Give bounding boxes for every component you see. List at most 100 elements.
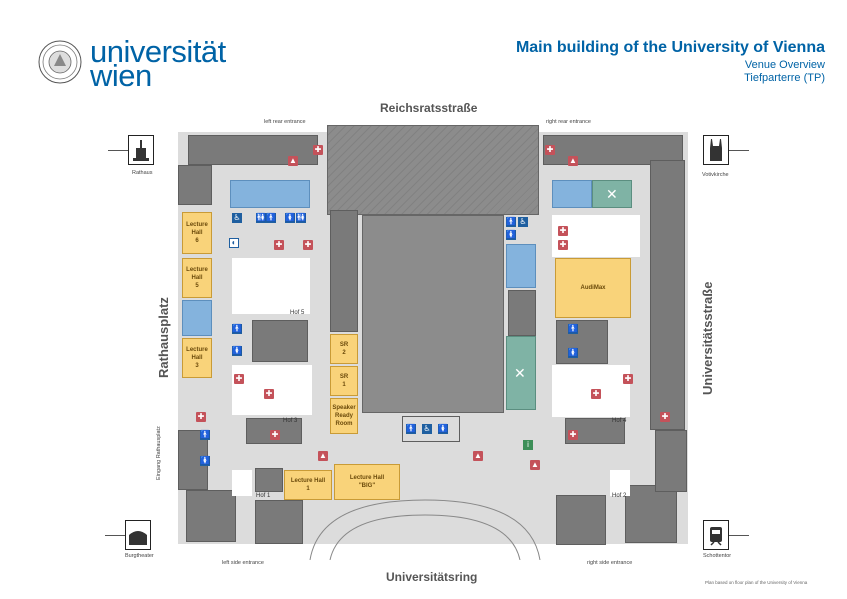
toilet-block-center [402, 416, 460, 442]
toilet-icon: 🚹 [232, 324, 242, 334]
logo-line-2: wien [90, 58, 152, 93]
lh3-line3: 3 [195, 363, 199, 369]
emergency-exit-icon: ✚ [558, 240, 568, 250]
floor-label: Tiefparterre (TP) [744, 72, 825, 84]
lecture-hall-big[interactable]: Lecture Hall "BIG" [334, 464, 400, 500]
page-subtitle: Venue Overview [744, 59, 825, 71]
emergency-exit-icon: ✚ [568, 430, 578, 440]
restaurant-right-center [506, 336, 536, 410]
toilet-icon: 🚹 [200, 430, 210, 440]
wing-right-outer [650, 160, 685, 430]
arrow-rathaus [108, 150, 128, 151]
lh5-line2: Hall [191, 275, 203, 281]
inner-block-left-1 [252, 320, 308, 362]
lh6-line2: Hall [191, 230, 203, 236]
wheelchair-icon: ♿ [518, 217, 528, 227]
label-hof-1: Hof 1 [256, 493, 271, 499]
lecture-hall-1[interactable]: Lecture Hall 1 [284, 470, 332, 500]
toilet-icon: 🚹 [568, 324, 578, 334]
central-hall-top [327, 125, 539, 215]
central-left-column [330, 210, 358, 332]
speaker-line3: Room [335, 421, 353, 427]
wing-bottom-left [186, 490, 236, 542]
catering-left [182, 300, 212, 336]
entrance-right-rear: right rear entrance [546, 119, 591, 125]
votivkirche-icon [703, 135, 729, 165]
sr1-line1: SR [339, 374, 349, 380]
lh3-line2: Hall [191, 355, 203, 361]
inner-block-right-1 [556, 320, 608, 364]
catering-right-center [506, 244, 536, 288]
rathaus-icon [128, 135, 154, 165]
emergency-exit-icon: ✚ [274, 240, 284, 250]
emergency-exit-icon: ✚ [558, 226, 568, 236]
lh6-line3: 6 [195, 238, 199, 244]
lh5-line1: Lecture [186, 267, 208, 273]
toilet-icon: 🚺 [438, 424, 448, 434]
lhbig-line1: Lecture Hall [349, 475, 385, 481]
sr2-line2: 2 [342, 350, 346, 356]
label-hof-5: Hof 5 [290, 310, 305, 316]
entrance-left-rear: left rear entrance [264, 119, 306, 125]
seminar-room-1[interactable]: SR 1 [330, 366, 358, 396]
toilet-icon: 🚹 [266, 213, 276, 223]
landmark-burgtheater: Burgtheater [125, 553, 154, 559]
inner-block-bottom-center [255, 468, 283, 492]
catering-top-right [552, 180, 592, 208]
lh3-line1: Lecture [186, 347, 208, 353]
central-hall [362, 215, 504, 413]
emergency-exit-icon: ✚ [270, 430, 280, 440]
speaker-line1: Speaker [332, 405, 356, 411]
landmark-rathaus: Rathaus [132, 170, 153, 176]
footer-credit: Plan based on floor plan of the Universi… [705, 580, 808, 585]
landmark-votivkirche: Votivkirche [702, 172, 729, 178]
toilet-icon: 🚺 [506, 230, 516, 240]
driveway [300, 490, 550, 561]
info-point-icon: i [523, 440, 533, 450]
audimax[interactable]: AudiMax [555, 258, 631, 318]
courtyard-hof-1 [232, 470, 252, 496]
courtyard-top-right [552, 215, 640, 257]
cutlery-icon-2: ✕ [514, 365, 526, 381]
wing-top-left [188, 135, 318, 165]
courtyard-hof-5 [232, 258, 310, 314]
lh6-line1: Lecture [186, 222, 208, 228]
wing-bottom-right [556, 495, 606, 545]
sr1-line2: 1 [342, 382, 346, 388]
audimax-label: AudiMax [580, 285, 606, 291]
catering-top-left [230, 180, 310, 208]
logo-wordmark: universität wien [90, 34, 226, 93]
emergency-exit-icon: ✚ [545, 145, 555, 155]
arrow-burgtheater [105, 535, 125, 536]
lhbig-line2: "BIG" [358, 483, 376, 489]
logo-line-1: universität [90, 34, 226, 69]
label-hof-3: Hof 3 [283, 418, 298, 424]
burgtheater-icon [125, 520, 151, 550]
toilet-icon: 🚻 [296, 213, 306, 223]
lh1-line1: Lecture Hall [290, 478, 326, 484]
emergency-exit-icon: ✚ [623, 374, 633, 384]
entrance-rathausplatz: Eingang Rathausplatz [156, 426, 162, 480]
wheelchair-icon: ♿ [422, 424, 432, 434]
wing-bottom-left-2 [255, 500, 303, 544]
wing-bottom-right-2 [625, 485, 677, 543]
toilet-icon: 🚺 [568, 348, 578, 358]
page-title: Main building of the University of Vienn… [515, 39, 825, 56]
baby-change-icon: ◐ [229, 238, 239, 248]
emergency-exit-icon: ✚ [303, 240, 313, 250]
street-top: Reichsratsstraße [380, 101, 478, 115]
stairs-icon: ▲ [288, 156, 298, 166]
restaurant-top-right [592, 180, 632, 208]
lh1-line2: 1 [306, 486, 310, 492]
toilet-icon: 🚻 [256, 213, 266, 223]
courtyard-hof-2 [610, 470, 630, 496]
toilet-icon: 🚺 [285, 213, 295, 223]
wing-left-outer [178, 165, 212, 205]
toilet-icon: 🚹 [406, 424, 416, 434]
university-seal-icon [38, 40, 82, 84]
